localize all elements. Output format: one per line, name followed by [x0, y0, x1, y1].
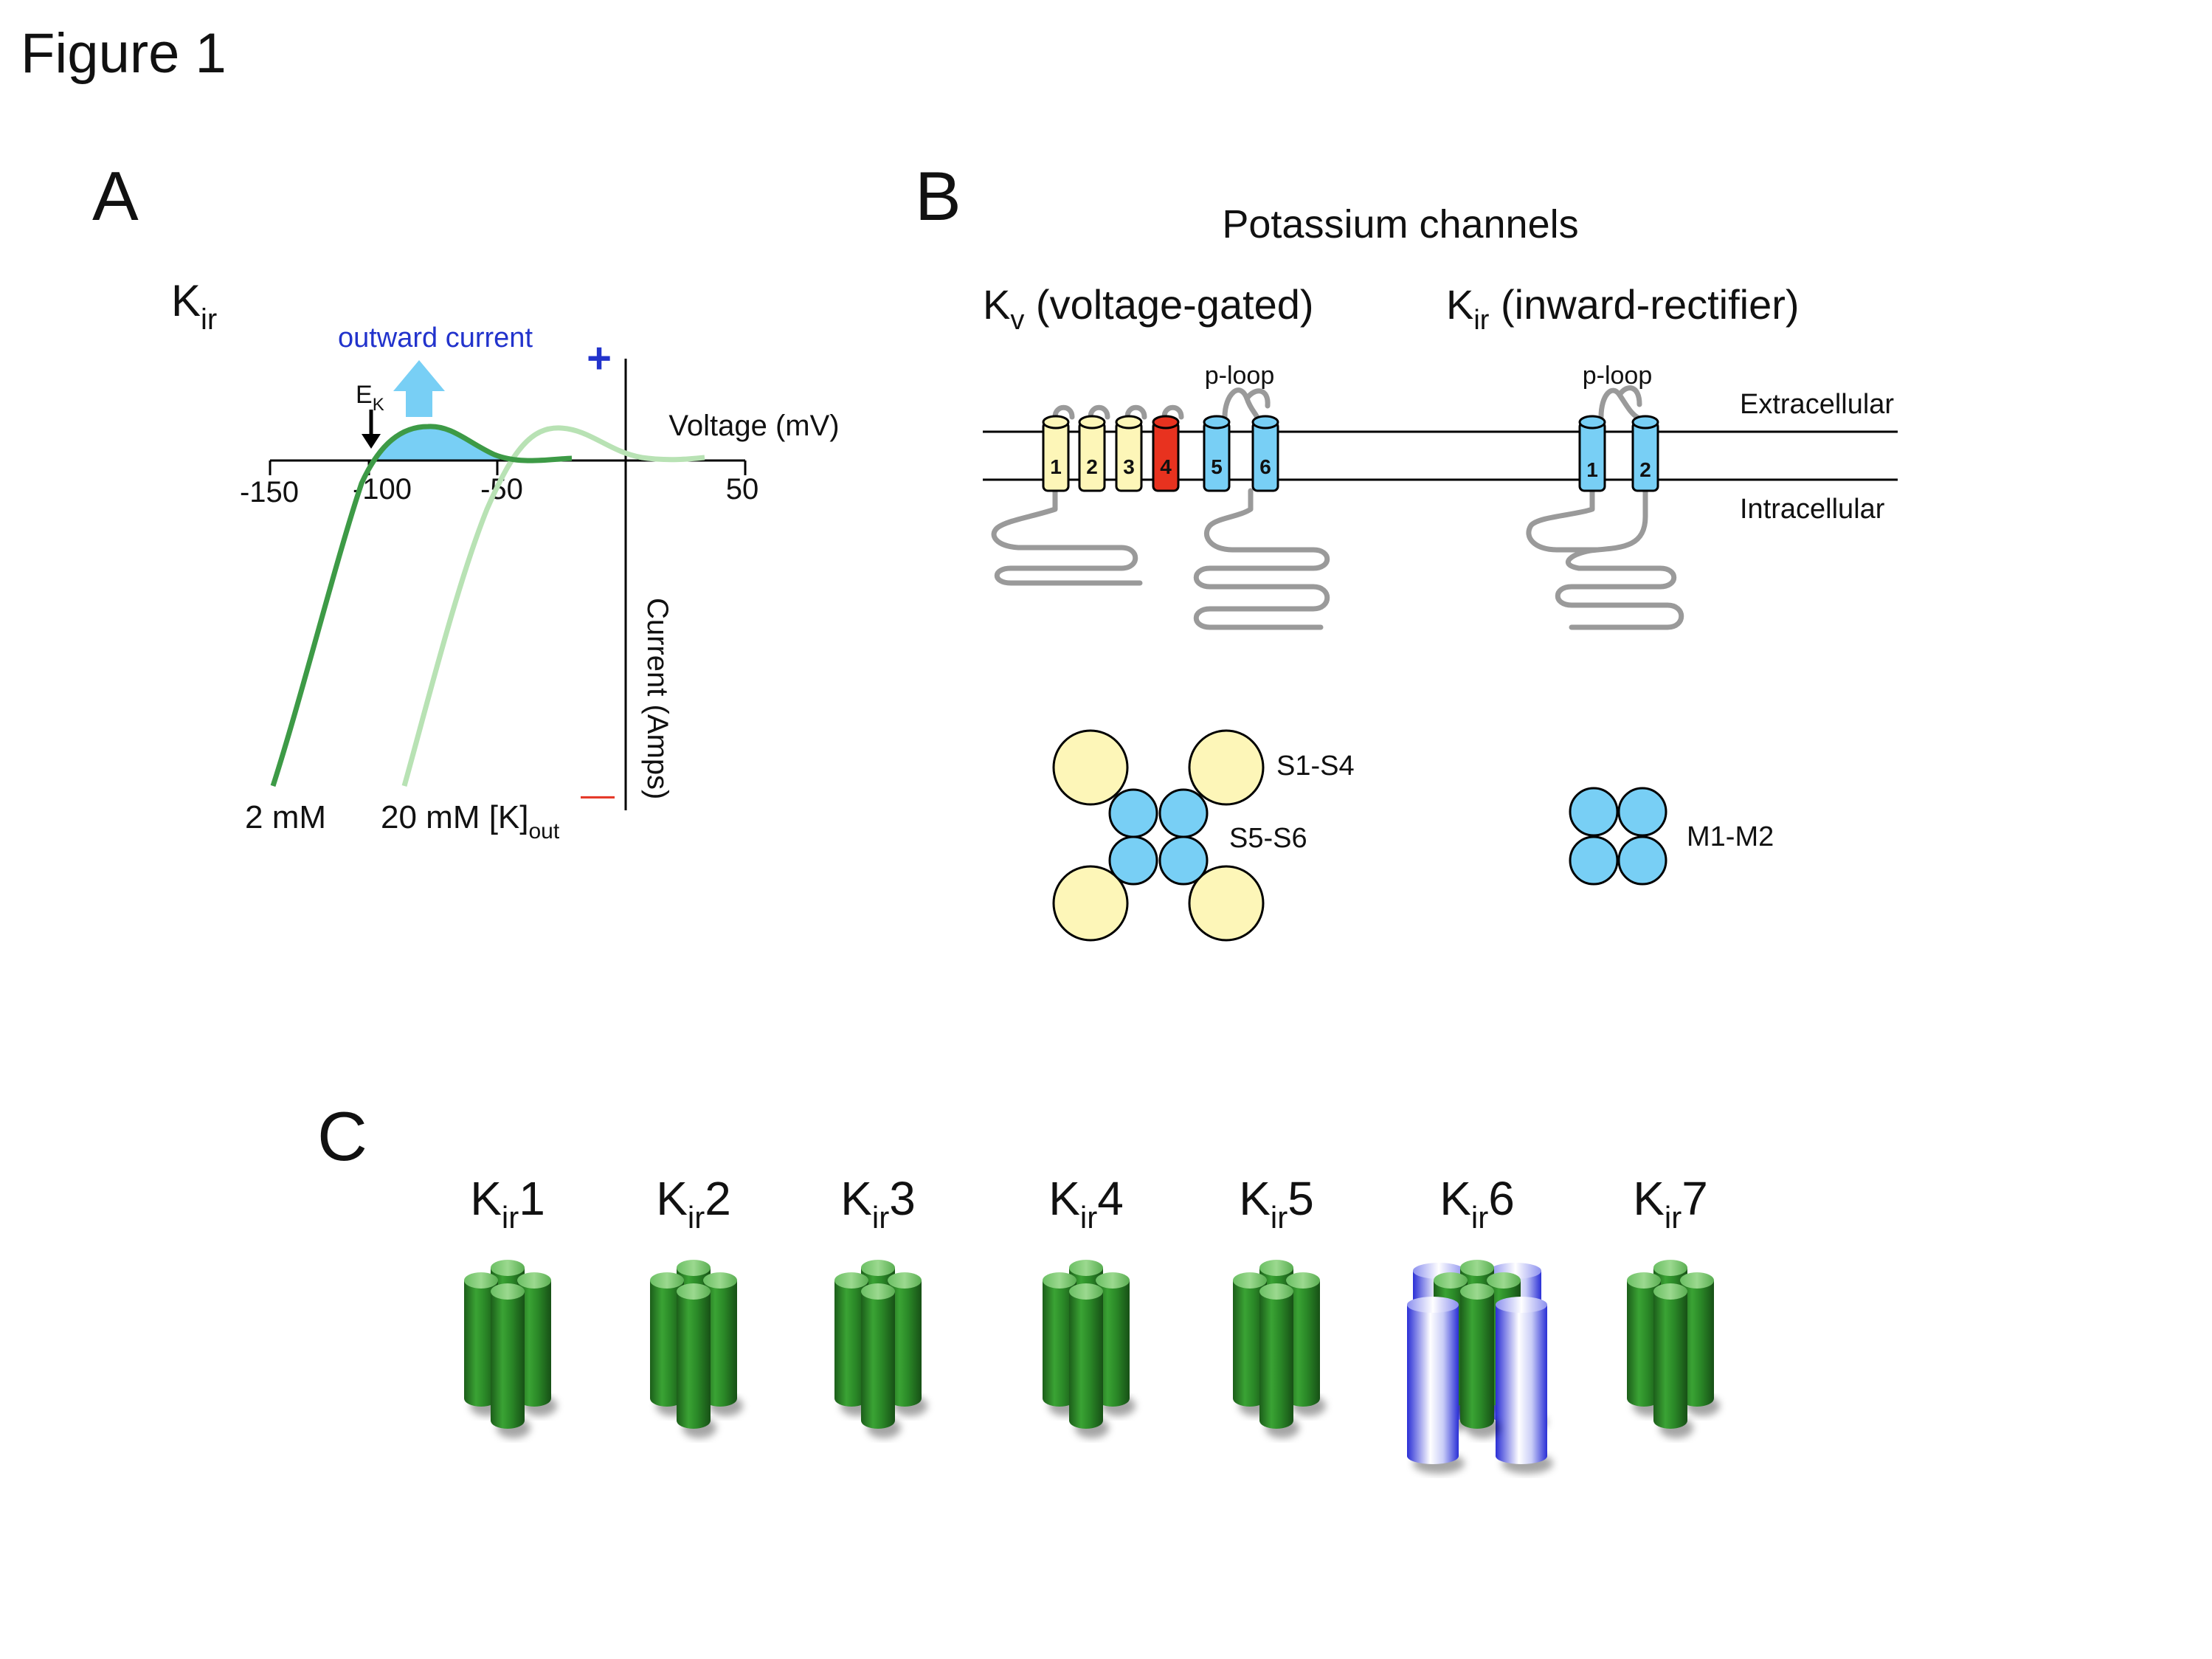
kv-segment-2-label: 2	[1086, 455, 1098, 478]
kir4-channel: Kir4	[1043, 1172, 1136, 1438]
positive-current-sign: +	[587, 334, 612, 382]
m1m2-label: M1-M2	[1687, 821, 1774, 852]
kv-segment-5: 5	[1203, 415, 1231, 492]
kv-heading: Kv (voltage-gated)	[983, 281, 1314, 336]
kv-segment-1: 1	[1042, 415, 1070, 492]
kir-subunit-cylinder	[861, 1283, 901, 1438]
kir5-label: Kir5	[1239, 1172, 1314, 1235]
s5s6-domain-circle	[1158, 788, 1209, 838]
kir-tetramer-diagram	[1569, 787, 1667, 886]
outward-current-area	[373, 426, 516, 461]
kv-segment-2: 2	[1078, 415, 1106, 492]
kir7-label: Kir7	[1633, 1172, 1708, 1235]
m1m2-domain-circle	[1617, 787, 1667, 837]
outward-current-arrow	[393, 360, 445, 417]
s1s4-domain-circle	[1188, 865, 1265, 942]
kir3-label: Kir3	[840, 1172, 916, 1235]
kir4-label: Kir4	[1048, 1172, 1124, 1235]
kv-segment-1-label: 1	[1050, 455, 1062, 478]
panel-a: A Kir outward current + EK -150 -100 -50…	[92, 157, 840, 844]
s5s6-label: S5-S6	[1229, 823, 1307, 854]
kir5-channel: Kir5	[1233, 1172, 1326, 1438]
curve-20mm	[401, 425, 705, 787]
panel-b-title: Potassium channels	[1222, 202, 1578, 246]
s1s4-domain-circle	[1052, 865, 1129, 942]
kir-subunit-cylinder	[491, 1283, 530, 1438]
kv-segment-6-label: 6	[1259, 455, 1271, 478]
ek-arrow-head	[362, 434, 381, 449]
kir-segment-2-label: 2	[1639, 458, 1651, 481]
ek-label: EK	[356, 381, 384, 415]
panel-c-letter: C	[317, 1097, 367, 1175]
kv-ploop-label: p-loop	[1205, 362, 1275, 390]
kir-channel-heading: Kir (inward-rectifier)	[1446, 281, 1800, 336]
kir-segment-1-label: 1	[1586, 458, 1598, 481]
kir-family-row: Kir1 Kir2 Kir3 Kir4 Kir5 Kir6 Kir7	[464, 1172, 1720, 1474]
panel-b: B Potassium channels Kv (voltage-gated) …	[915, 157, 1898, 942]
kv-segment-4-label: 4	[1160, 455, 1172, 478]
panel-b-letter: B	[915, 157, 961, 235]
kir-heading: Kir	[171, 276, 217, 336]
m1m2-domain-circle	[1617, 835, 1667, 886]
kir-subunit-cylinder	[1069, 1283, 1109, 1438]
sur-subunit-cylinder	[1407, 1297, 1465, 1474]
intracellular-label: Intracellular	[1740, 494, 1885, 525]
figure-title: Figure 1	[21, 22, 227, 85]
kv-loops	[991, 387, 1330, 630]
kv-segment-5-label: 5	[1211, 455, 1223, 478]
m1m2-domain-circle	[1569, 787, 1619, 837]
kv-tetramer-diagram	[1052, 729, 1265, 942]
kir-subunit-cylinder	[677, 1283, 716, 1438]
kir-loops	[1526, 385, 1684, 630]
negative-current-sign: —	[581, 775, 615, 813]
s1s4-label: S1-S4	[1276, 751, 1355, 782]
current-axis-title: Current (Amps)	[641, 598, 674, 799]
kir6-label: Kir6	[1439, 1172, 1515, 1235]
kir-subunit-cylinder	[1653, 1283, 1693, 1438]
kir6-channel: Kir6	[1407, 1172, 1553, 1474]
s1s4-domain-circle	[1052, 729, 1129, 806]
outward-current-label: outward current	[338, 323, 533, 353]
kir1-label: Kir1	[470, 1172, 545, 1235]
kv-segment-3-label: 3	[1123, 455, 1135, 478]
extracellular-label: Extracellular	[1740, 389, 1894, 420]
kir2-label: Kir2	[656, 1172, 731, 1235]
curve-20mm-label: 20 mM [K]out	[381, 799, 560, 844]
kir1-channel: Kir1	[464, 1172, 557, 1438]
s5s6-domain-circle	[1108, 835, 1158, 886]
panel-a-letter: A	[92, 157, 139, 235]
s1s4-domain-circle	[1188, 729, 1265, 806]
tick-label: -150	[240, 476, 299, 508]
curve-2mm	[270, 424, 573, 787]
kv-segment-4: 4	[1152, 415, 1180, 492]
kir3-channel: Kir3	[834, 1172, 927, 1438]
kv-segment-3: 3	[1115, 415, 1143, 492]
sur-subunit-cylinder	[1496, 1297, 1553, 1474]
kir-ploop-label: p-loop	[1583, 362, 1653, 390]
kir-segment-1: 1	[1578, 415, 1606, 492]
m1m2-domain-circle	[1569, 835, 1619, 886]
s5s6-domain-circle	[1158, 835, 1209, 886]
kir7-channel: Kir7	[1627, 1172, 1720, 1438]
kir-segment-2: 2	[1631, 415, 1659, 492]
s5s6-domain-circle	[1108, 788, 1158, 838]
panel-c: C Kir1 Kir2 Kir3 Kir4 Kir5 Kir6 Kir7	[317, 1097, 1720, 1474]
curve-2mm-label: 2 mM	[245, 799, 326, 835]
kv-segment-6: 6	[1251, 415, 1279, 492]
kir-subunit-cylinder	[1460, 1283, 1500, 1438]
kir2-channel: Kir2	[650, 1172, 743, 1438]
tick-label: 50	[726, 473, 759, 506]
kir-subunit-cylinder	[1259, 1283, 1299, 1438]
voltage-axis-title: Voltage (mV)	[668, 410, 839, 442]
